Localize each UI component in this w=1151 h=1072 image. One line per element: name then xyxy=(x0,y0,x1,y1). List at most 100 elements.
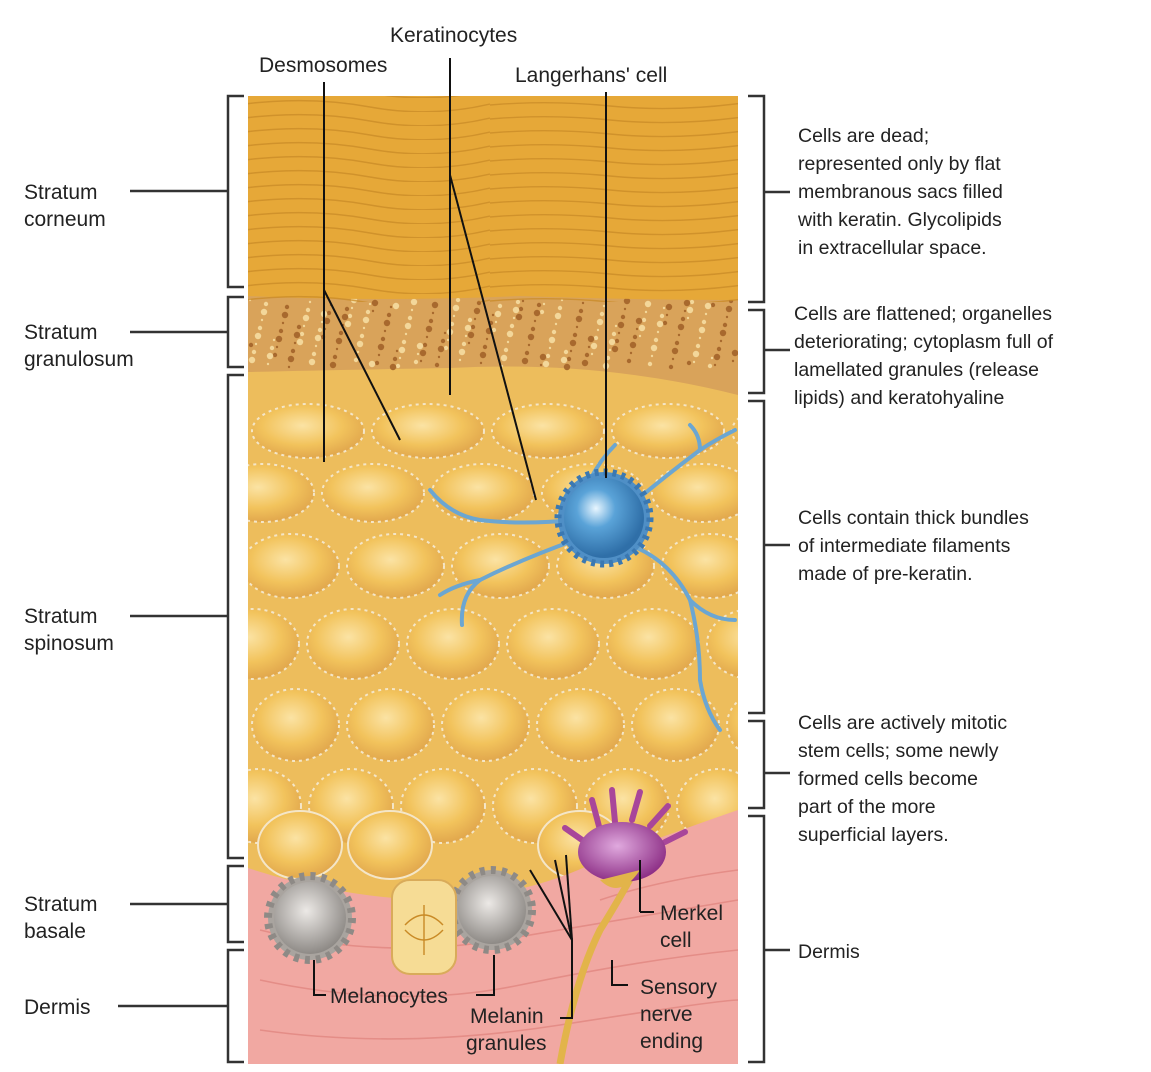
desc-corneum-line: with keratin. Glycolipids xyxy=(797,209,1002,231)
granule xyxy=(479,351,487,359)
granule xyxy=(353,357,359,363)
granule xyxy=(410,308,414,312)
granule xyxy=(374,360,380,366)
granule xyxy=(650,344,658,352)
granule xyxy=(491,313,495,317)
granule xyxy=(254,332,262,340)
granule xyxy=(725,315,729,319)
granule xyxy=(452,304,460,312)
keratinocyte xyxy=(631,688,720,762)
granule xyxy=(260,318,264,322)
granule xyxy=(686,360,692,366)
granule xyxy=(311,351,317,357)
merkel-label-1: Merkel xyxy=(660,902,723,925)
granule xyxy=(665,313,669,317)
melanocytes-label: Melanocytes xyxy=(330,985,448,1008)
granule xyxy=(608,338,616,346)
granule xyxy=(287,355,295,363)
keratinocyte xyxy=(706,609,738,679)
granule xyxy=(629,341,637,349)
granule xyxy=(383,319,391,327)
keratinocyte xyxy=(651,463,738,523)
granule xyxy=(479,361,483,365)
granule xyxy=(671,357,675,361)
granule xyxy=(539,353,547,361)
desc-spinosum-line: made of pre-keratin. xyxy=(798,563,973,585)
granule xyxy=(494,310,502,318)
granule xyxy=(524,350,530,356)
granule xyxy=(497,303,503,309)
granule xyxy=(677,333,681,337)
granule xyxy=(416,352,420,356)
granule xyxy=(413,359,419,365)
granule xyxy=(275,345,279,349)
granule xyxy=(677,323,685,331)
granule xyxy=(395,349,399,353)
keratinocyte xyxy=(406,608,500,680)
granule xyxy=(266,352,274,360)
granule xyxy=(404,322,412,330)
granule xyxy=(287,365,291,369)
granule xyxy=(371,309,375,313)
desc-corneum-line: Cells are dead; xyxy=(798,125,929,147)
basal-cell xyxy=(347,810,433,880)
granule xyxy=(512,306,520,314)
keratinocyte xyxy=(321,463,425,523)
granule xyxy=(539,309,545,315)
granule xyxy=(560,356,568,364)
dermis-label-right: Dermis xyxy=(798,941,860,963)
granule xyxy=(503,347,509,353)
desc-corneum: Cells are dead; represented only by flat… xyxy=(797,125,1003,259)
granule xyxy=(566,356,572,362)
desc-basale-line: stem cells; some newly xyxy=(798,740,999,762)
granule xyxy=(425,325,433,333)
granule xyxy=(281,321,285,325)
granule xyxy=(437,355,441,359)
granule xyxy=(722,322,728,328)
granule xyxy=(692,350,700,358)
granule xyxy=(494,320,498,324)
granule xyxy=(521,357,529,365)
granule xyxy=(635,317,643,325)
granule xyxy=(461,341,467,347)
spinosum-label-2: spinosum xyxy=(24,632,114,655)
granule xyxy=(659,313,665,319)
granule xyxy=(389,363,397,371)
granule xyxy=(638,324,646,332)
keratinocyte xyxy=(661,533,738,599)
granule xyxy=(665,303,673,311)
granule xyxy=(431,301,439,309)
granule xyxy=(653,337,659,343)
basale-label-1: Stratum xyxy=(24,893,98,916)
keratinocyte xyxy=(306,608,400,680)
granule xyxy=(590,342,598,350)
granule xyxy=(419,349,427,357)
keratinocyte xyxy=(346,688,435,762)
granule xyxy=(332,354,338,360)
desc-basale-line: formed cells become xyxy=(798,768,978,790)
granule xyxy=(710,302,716,308)
granule xyxy=(710,356,714,360)
granule xyxy=(305,307,311,313)
granule xyxy=(548,346,552,350)
granule xyxy=(464,334,468,338)
granule xyxy=(545,353,551,359)
desc-spinosum-line: of intermediate filaments xyxy=(798,535,1011,557)
granule xyxy=(644,300,652,308)
corneum-label-2: corneum xyxy=(24,208,106,231)
granule xyxy=(437,345,445,353)
desc-granulosum: Cells are flattened; organelles deterior… xyxy=(794,303,1054,409)
keratinocyte xyxy=(251,403,365,459)
granule xyxy=(359,333,365,339)
granule xyxy=(419,359,423,363)
granule xyxy=(527,333,535,341)
desc-granulosum-line: lamellated granules (release xyxy=(794,359,1039,381)
granule xyxy=(614,324,618,328)
granule xyxy=(644,310,648,314)
granule xyxy=(257,325,263,331)
keratinocyte xyxy=(431,463,535,523)
granule xyxy=(440,338,446,344)
granule xyxy=(731,349,738,357)
